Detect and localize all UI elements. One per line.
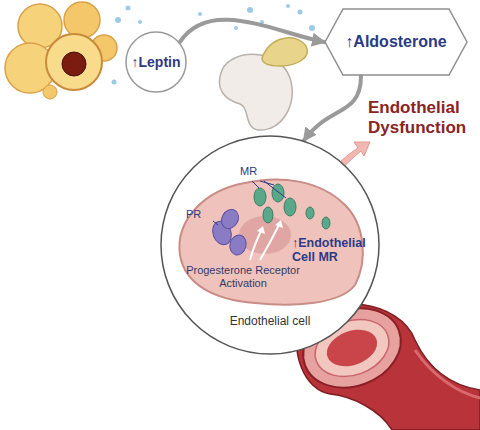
mr-receptor bbox=[322, 217, 330, 229]
adrenal-gland bbox=[262, 38, 307, 66]
hexagon-outline bbox=[325, 9, 467, 75]
text-holder: ↑Aldosterone bbox=[345, 33, 446, 51]
receptor-label: MR bbox=[240, 165, 270, 178]
process-label: Progesterone Receptor Activation bbox=[180, 264, 306, 289]
activation-arrow bbox=[250, 229, 262, 260]
cell-nucleus bbox=[62, 52, 86, 76]
mr-receptor bbox=[263, 207, 273, 223]
leader-line bbox=[264, 181, 286, 198]
flow-arrow bbox=[304, 76, 361, 140]
activation-arrow-head bbox=[275, 220, 283, 228]
mr-receptor bbox=[254, 188, 266, 206]
aldosterone-hexagon: ↑Aldosterone bbox=[325, 9, 467, 75]
fat-cells bbox=[5, 2, 117, 99]
cell-label: Endothelial cell bbox=[210, 315, 330, 329]
activation-arrow bbox=[260, 223, 280, 260]
particle bbox=[234, 26, 238, 30]
fat-cell bbox=[64, 2, 100, 38]
mr-receptor bbox=[284, 198, 296, 216]
vessel-highlight bbox=[415, 350, 480, 398]
effect-label: ↑Endothelial Cell MR bbox=[292, 236, 372, 265]
magnifier-circle bbox=[161, 136, 379, 354]
leptin-circle: ↑Leptin bbox=[125, 31, 187, 93]
activation-arrow-head bbox=[257, 226, 265, 234]
pr-receptor bbox=[228, 233, 249, 256]
particle bbox=[138, 20, 142, 24]
circle-outline bbox=[126, 32, 186, 92]
flow-arrow bbox=[180, 20, 324, 42]
endothelial-cell-circle: MR PR Progesterone Receptor Activation↑End… bbox=[160, 135, 380, 355]
particle bbox=[198, 12, 202, 16]
particle bbox=[247, 7, 253, 13]
adipokine-label: ↑Leptin bbox=[132, 54, 181, 70]
pr-receptor bbox=[218, 206, 242, 231]
particle bbox=[298, 10, 303, 15]
outcome-label: Endothelial Dysfunction bbox=[368, 98, 474, 137]
particle bbox=[309, 25, 315, 31]
mr-receptor bbox=[272, 184, 284, 202]
hormone-label: ↑Aldosterone bbox=[345, 33, 446, 51]
mr-receptor bbox=[306, 207, 314, 219]
text-holder: ↑Leptin bbox=[132, 54, 181, 70]
leader-line bbox=[252, 181, 259, 188]
receptor-label: PR bbox=[186, 208, 212, 221]
particle bbox=[112, 80, 117, 85]
particle bbox=[115, 17, 121, 23]
particle bbox=[286, 4, 290, 8]
particle bbox=[126, 6, 131, 11]
kidney bbox=[219, 38, 307, 130]
fat-cell bbox=[46, 34, 102, 90]
fat-cell bbox=[43, 85, 57, 99]
leader-line bbox=[213, 221, 218, 225]
